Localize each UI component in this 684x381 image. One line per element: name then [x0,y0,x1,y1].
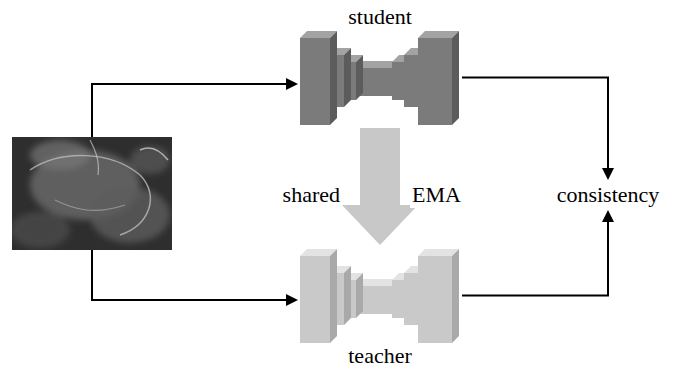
ema-arrow [342,128,418,245]
layer-block [300,38,330,125]
layer-block [418,249,459,256]
layer-block [452,31,459,125]
layer-block [344,266,351,325]
layer-block [356,55,363,100]
network-node: teacher [300,248,460,369]
layer-block [404,273,418,325]
output-arrow [462,212,608,296]
output-node: consistency [553,180,664,210]
network-name: student [348,4,412,30]
network-node: student [300,4,460,125]
layer-block [392,62,404,100]
input-arrow [92,84,296,137]
network-name: teacher [348,343,412,369]
network-illustration [300,248,460,343]
layer-block [356,273,363,318]
layer-block [452,249,459,343]
network-illustration [300,30,460,125]
layer-block [404,55,418,107]
edge-side-label: shared [281,182,342,208]
input-arrow [92,250,296,300]
layer-block [330,31,337,125]
mri-image [12,137,172,250]
layer-block [330,249,337,343]
layer-block [300,256,330,343]
layer-block [418,256,452,343]
layer-block [418,31,459,38]
layer-block [392,280,404,318]
edge-side-label: EMA [410,182,463,208]
layer-block [344,48,351,107]
output-label: consistency [557,182,660,208]
layer-block [418,38,452,125]
output-arrow [462,78,608,179]
